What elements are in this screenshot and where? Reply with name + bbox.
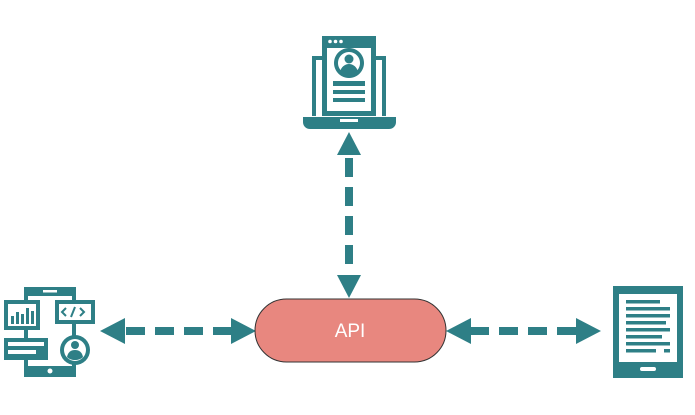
laptop-profile-icon — [303, 36, 396, 129]
arrow-head-down — [337, 275, 361, 298]
arrow-head-right-2 — [576, 318, 601, 344]
arrow-api-ebook — [446, 318, 601, 344]
arrow-head-up — [337, 132, 361, 155]
api-label: API — [335, 321, 366, 342]
arrow-mobile-api — [100, 318, 256, 344]
mobile-code-analytics-icon — [4, 287, 95, 377]
arrow-laptop-api — [337, 132, 361, 298]
arrow-head-left — [100, 318, 125, 344]
arrow-head-left-2 — [446, 318, 471, 344]
api-node: API — [254, 298, 447, 363]
arrow-head-right — [231, 318, 256, 344]
ebook-document-icon — [613, 286, 683, 378]
